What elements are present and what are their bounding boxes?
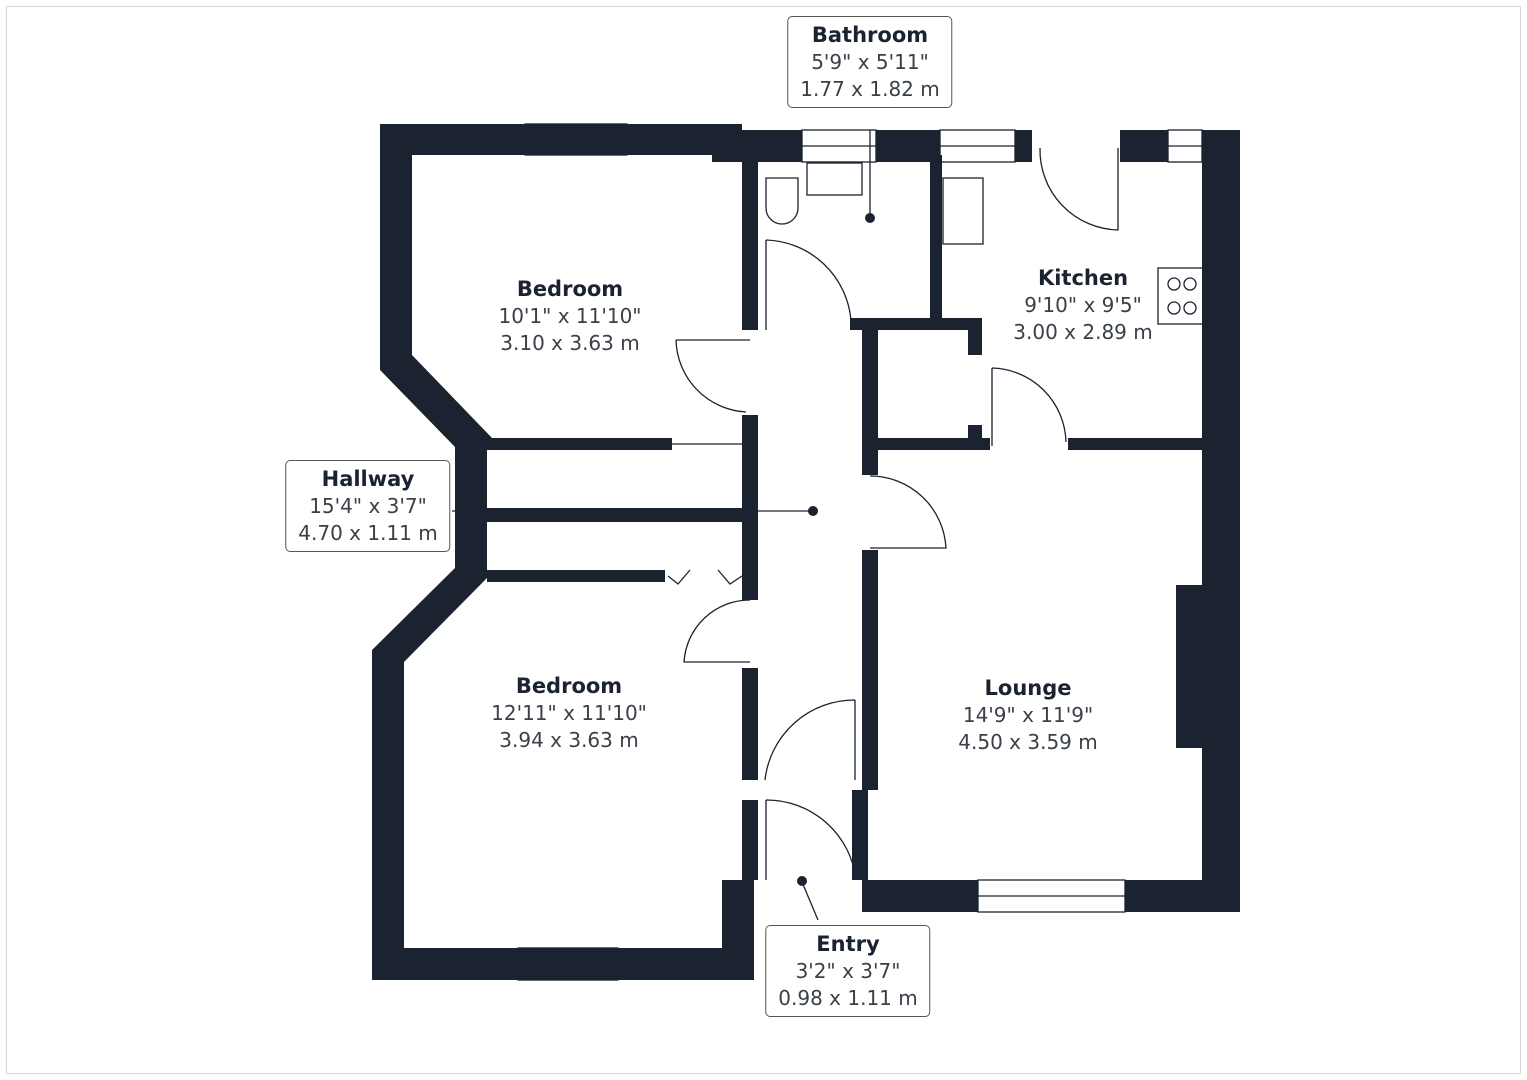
door-swing [765,799,857,881]
outer-wall-west [372,124,754,980]
hallway-wall-west [742,668,758,780]
bifold-door [717,569,743,585]
room-imperial: 3'2" x 3'7" [795,959,901,983]
toilet [765,177,799,225]
room-metric: 3.10 x 3.63 m [500,331,640,355]
wall-south-lounge-2 [1125,880,1205,912]
bath-sink [806,162,863,196]
hallway-wall-east [862,550,878,790]
door-swing [991,367,1067,446]
room-name: Kitchen [1037,266,1129,290]
room-label-entry: Entry 3'2" x 3'7" 0.98 x 1.11 m [765,925,931,1017]
bifold-door [667,569,691,585]
room-label-bedroom-2: Bedroom 12'11" x 11'10" 3.94 x 3.63 m [491,672,647,754]
room-metric: 3.00 x 2.89 m [1013,320,1153,344]
room-metric: 4.50 x 3.59 m [958,730,1098,754]
room-name: Hallway [321,467,415,491]
interior-wall [1068,438,1205,450]
fixtures [452,123,1207,981]
door-swing [1039,147,1119,231]
door-swing [675,339,750,413]
room-imperial: 10'1" x 11'10" [498,304,642,328]
wall-top-bath [876,130,940,162]
room-imperial: 15'4" x 3'7" [309,494,427,518]
room-name: Entry [816,932,880,956]
room-name: Bedroom [515,674,623,698]
hallway-wall-west [742,155,758,330]
hallway-wall-east [862,318,878,475]
markers [797,213,875,886]
hob-burner [1167,277,1181,291]
hallway-wall-east [852,790,868,880]
hallway-marker [808,506,818,516]
door-swing [764,699,856,781]
cupboard-wall [487,438,672,450]
door-swing [765,239,852,330]
hob-burner [1183,277,1197,291]
room-name: Bathroom [811,23,929,47]
cupboard-wall [487,570,665,582]
bathroom-kitchen-partition [930,155,942,320]
room-imperial: 12'11" x 11'10" [491,701,647,725]
fireplace [1176,585,1206,748]
room-label-bedroom-1: Bedroom 10'1" x 11'10" 3.10 x 3.63 m [498,275,641,357]
room-name: Lounge [984,676,1072,700]
hallway-wall-west [742,415,758,600]
walls [372,124,1240,980]
wall-top-kitchen [1015,130,1032,162]
room-label-kitchen: Kitchen 9'10" x 9'5" 3.00 x 2.89 m [1013,264,1152,346]
entry-leader-line [801,881,819,921]
door-swing [869,475,947,549]
room-label-lounge: Lounge 14'9" x 11'9" 4.50 x 3.59 m [958,674,1097,756]
wall-east [1202,130,1240,912]
room-metric: 4.70 x 1.11 m [298,521,438,545]
room-name: Bedroom [516,277,624,301]
room-label-hallway: Hallway 15'4" x 3'7" 4.70 x 1.11 m [285,460,451,552]
bathroom-marker [865,213,875,223]
interior-wall [862,438,990,450]
cupboard-wall [487,508,745,522]
door-swing [683,599,751,663]
room-metric: 1.77 x 1.82 m [800,77,940,101]
room-metric: 0.98 x 1.11 m [778,986,918,1010]
wall-south-lounge [862,880,978,912]
room-imperial: 14'9" x 11'9" [962,703,1094,727]
kitchen-sink [942,177,984,245]
wall-top-kitchen-2 [1120,130,1168,162]
room-imperial: 5'9" x 5'11" [811,50,929,74]
room-metric: 3.94 x 3.63 m [499,728,639,752]
room-imperial: 9'10" x 9'5" [1024,293,1142,317]
hallway-wall-west [742,800,758,880]
hob-burner [1167,301,1181,315]
room-label-bathroom: Bathroom 5'9" x 5'11" 1.77 x 1.82 m [787,16,953,108]
hob-burner [1183,301,1197,315]
hob [1157,267,1207,325]
entry-marker [797,876,807,886]
interior-wall [850,318,982,330]
interior-wall [968,318,982,355]
plan-frame [6,6,1521,1074]
